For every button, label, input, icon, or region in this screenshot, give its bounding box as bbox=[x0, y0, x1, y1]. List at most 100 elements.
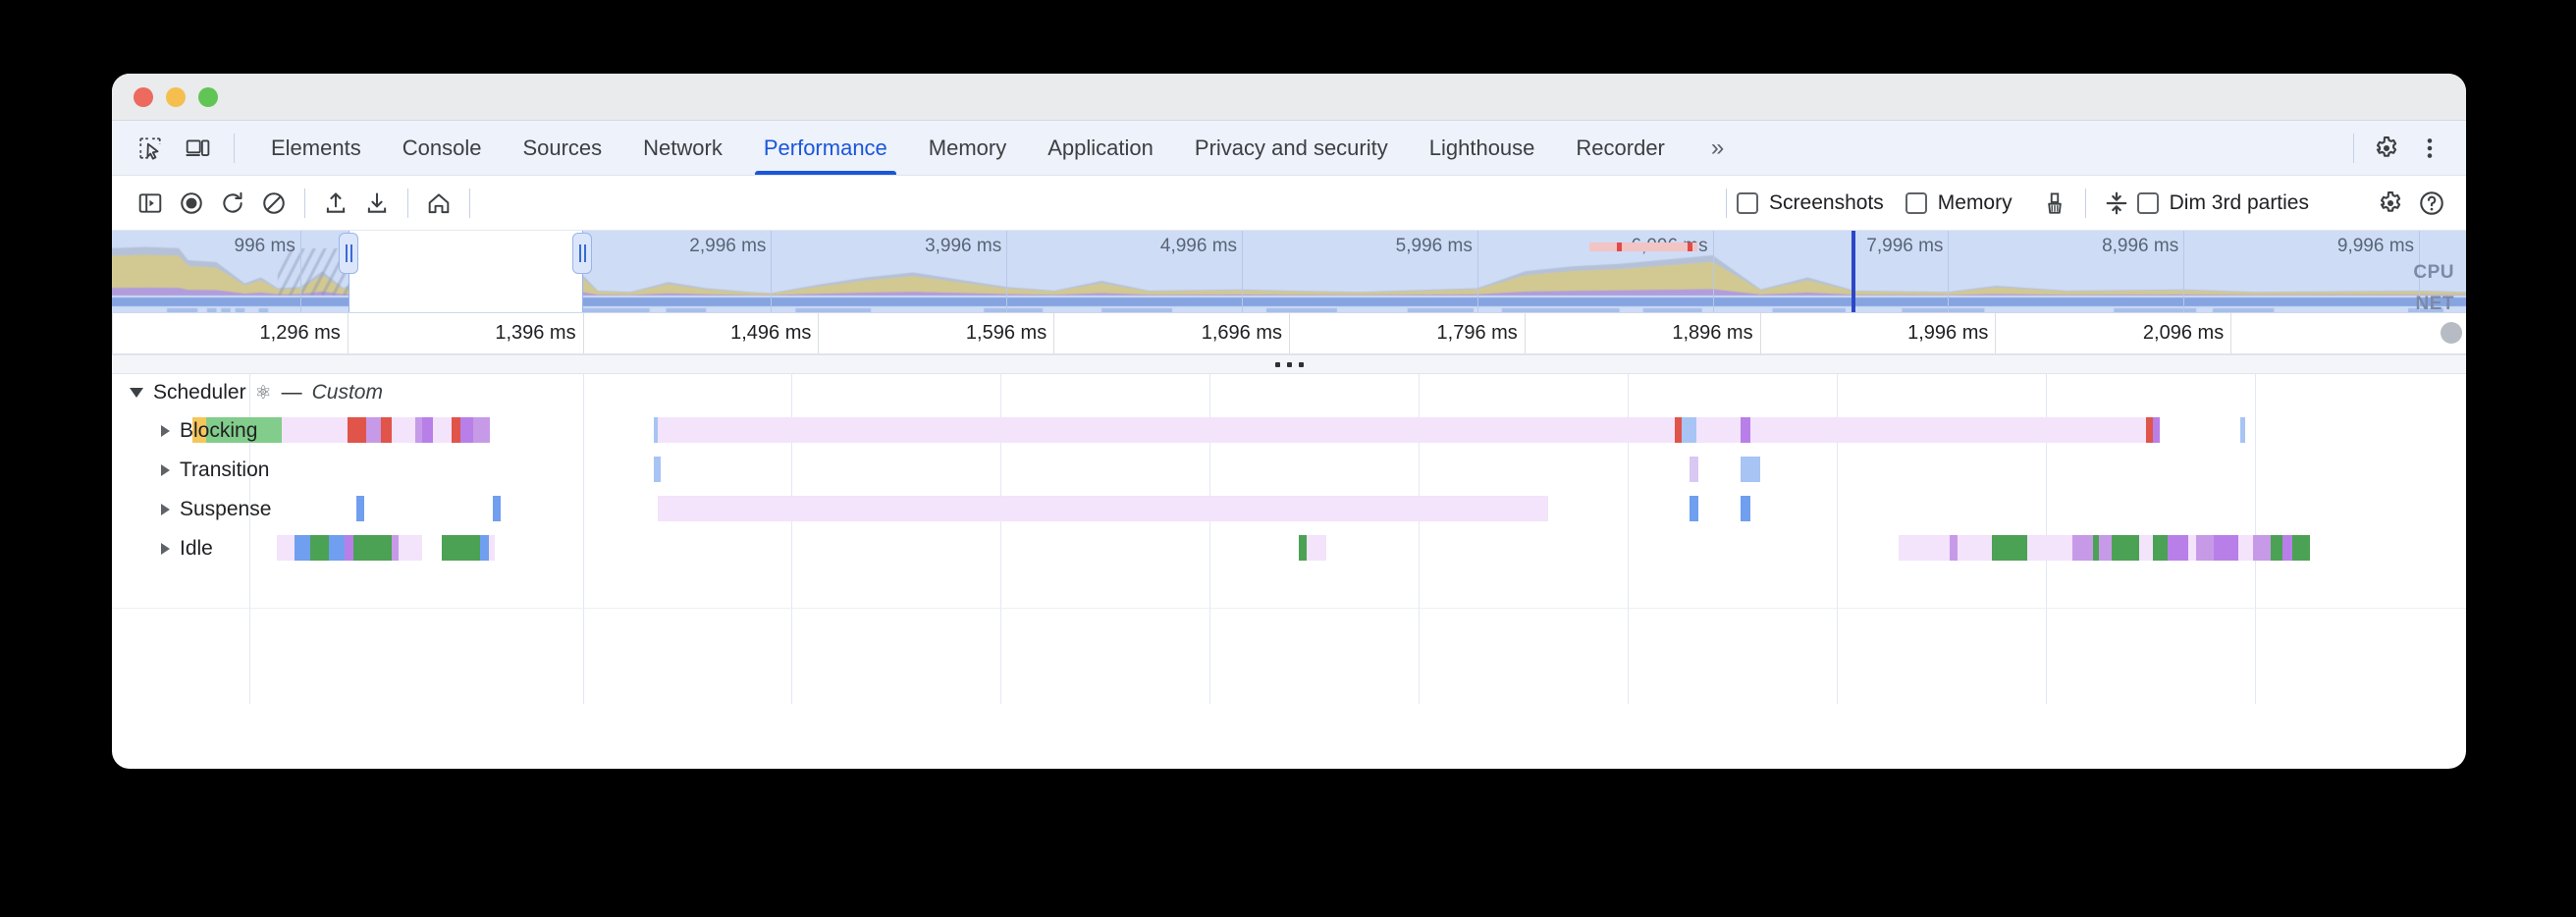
flame-event-bar[interactable] bbox=[310, 535, 330, 561]
track-label-transition[interactable]: Transition bbox=[161, 451, 269, 490]
kebab-menu-icon[interactable] bbox=[2409, 128, 2450, 169]
screenshots-checkbox[interactable]: Screenshots bbox=[1737, 191, 1884, 215]
flame-event-bar[interactable] bbox=[2167, 535, 2189, 561]
flame-event-bar[interactable] bbox=[281, 417, 350, 443]
window-close-button[interactable] bbox=[134, 86, 153, 107]
more-tabs-icon[interactable]: » bbox=[1686, 121, 1749, 175]
flame-event-bar[interactable] bbox=[433, 417, 452, 443]
tab-privacy-and-security[interactable]: Privacy and security bbox=[1174, 121, 1409, 175]
flame-event-bar[interactable] bbox=[2044, 535, 2056, 561]
flame-event-bar[interactable] bbox=[1689, 496, 1699, 521]
flame-event-bar[interactable] bbox=[1750, 417, 2146, 443]
tab-memory[interactable]: Memory bbox=[908, 121, 1027, 175]
flame-event-bar[interactable] bbox=[366, 417, 382, 443]
flame-event-bar[interactable] bbox=[658, 417, 1676, 443]
reload-and-record-icon[interactable] bbox=[212, 183, 253, 224]
flame-event-bar[interactable] bbox=[205, 417, 282, 443]
flame-event-bar[interactable] bbox=[1682, 417, 1696, 443]
flame-event-bar[interactable] bbox=[1741, 417, 1750, 443]
flame-event-bar[interactable] bbox=[2098, 535, 2113, 561]
flame-event-bar[interactable] bbox=[653, 417, 659, 443]
flame-event-bar[interactable] bbox=[2055, 535, 2073, 561]
flame-event-bar[interactable] bbox=[391, 417, 416, 443]
track-group-scheduler[interactable]: Scheduler ⚛ — Custom bbox=[112, 374, 2466, 411]
chevron-right-icon[interactable] bbox=[161, 543, 170, 555]
timeline-scroll-thumb[interactable] bbox=[2441, 322, 2462, 344]
tab-console[interactable]: Console bbox=[382, 121, 503, 175]
flame-event-bar[interactable] bbox=[479, 535, 489, 561]
chevron-right-icon[interactable] bbox=[161, 504, 170, 515]
flame-event-bar[interactable] bbox=[356, 496, 364, 521]
save-profile-icon[interactable] bbox=[356, 183, 398, 224]
flame-event-bar[interactable] bbox=[398, 535, 423, 561]
flame-event-bar[interactable] bbox=[422, 417, 434, 443]
flame-event-bar[interactable] bbox=[2121, 535, 2139, 561]
load-profile-icon[interactable] bbox=[315, 183, 356, 224]
window-minimize-button[interactable] bbox=[166, 86, 186, 107]
tab-sources[interactable]: Sources bbox=[502, 121, 622, 175]
perf-settings-gear-icon[interactable] bbox=[2370, 183, 2411, 224]
flame-event-bar[interactable] bbox=[1970, 535, 1992, 561]
timeline-ruler[interactable]: 1,196 ms1,296 ms1,396 ms1,496 ms1,596 ms… bbox=[112, 313, 2466, 354]
flame-event-bar[interactable] bbox=[658, 496, 1548, 521]
flame-event-bar[interactable] bbox=[2195, 535, 2214, 561]
flame-event-bar[interactable] bbox=[2018, 535, 2028, 561]
flame-event-bar[interactable] bbox=[347, 417, 367, 443]
flame-event-bar[interactable] bbox=[1949, 535, 1958, 561]
flame-event-bar[interactable] bbox=[2027, 535, 2045, 561]
track-label-idle[interactable]: Idle bbox=[161, 529, 213, 568]
flame-event-bar[interactable] bbox=[191, 417, 206, 443]
flame-event-bar[interactable] bbox=[1944, 535, 1950, 561]
flame-event-bar[interactable] bbox=[2281, 535, 2292, 561]
flame-event-bar[interactable] bbox=[1741, 496, 1750, 521]
device-toolbar-icon[interactable] bbox=[177, 128, 218, 169]
flame-event-bar[interactable] bbox=[1741, 457, 1760, 482]
flame-event-bar[interactable] bbox=[294, 535, 311, 561]
flame-event-bar[interactable] bbox=[2153, 535, 2168, 561]
clear-icon[interactable] bbox=[253, 183, 295, 224]
flame-event-bar[interactable] bbox=[461, 535, 480, 561]
flame-event-bar[interactable] bbox=[488, 535, 496, 561]
flame-event-bar[interactable] bbox=[473, 417, 491, 443]
sidebar-toggle-icon[interactable] bbox=[130, 183, 171, 224]
home-icon[interactable] bbox=[418, 183, 459, 224]
overview-selection-right-handle[interactable] bbox=[572, 233, 592, 274]
flame-event-bar[interactable] bbox=[379, 535, 393, 561]
timestamp-marker[interactable] bbox=[1852, 231, 1855, 312]
flame-event-bar[interactable] bbox=[2153, 417, 2161, 443]
tab-elements[interactable]: Elements bbox=[250, 121, 382, 175]
flame-event-bar[interactable] bbox=[2213, 535, 2238, 561]
flame-event-bar[interactable] bbox=[344, 535, 353, 561]
chevron-right-icon[interactable] bbox=[161, 425, 170, 437]
record-icon[interactable] bbox=[171, 183, 212, 224]
flame-event-bar[interactable] bbox=[276, 535, 295, 561]
timeline-overview[interactable]: 996 ms1,996 ms2,996 ms3,996 ms4,996 ms5,… bbox=[112, 231, 2466, 313]
flame-event-bar[interactable] bbox=[352, 535, 380, 561]
flame-chart-tracks[interactable]: Scheduler ⚛ — Custom Blocking Transition bbox=[112, 374, 2466, 704]
flame-event-bar[interactable] bbox=[2112, 535, 2122, 561]
track-label-suspense[interactable]: Suspense bbox=[161, 490, 271, 529]
flame-event-bar[interactable] bbox=[1689, 457, 1699, 482]
flame-event-bar[interactable] bbox=[1957, 535, 1971, 561]
flame-event-bar[interactable] bbox=[2188, 535, 2196, 561]
memory-checkbox[interactable]: Memory bbox=[1905, 191, 2012, 215]
flame-event-bar[interactable] bbox=[493, 496, 501, 521]
track-label-blocking[interactable]: Blocking bbox=[161, 411, 257, 451]
inspect-element-icon[interactable] bbox=[130, 128, 171, 169]
flame-event-bar[interactable] bbox=[1306, 535, 1326, 561]
flame-event-bar[interactable] bbox=[441, 535, 462, 561]
flame-event-bar[interactable] bbox=[1675, 417, 1683, 443]
flame-event-bar[interactable] bbox=[381, 417, 392, 443]
tab-application[interactable]: Application bbox=[1027, 121, 1174, 175]
flame-event-bar[interactable] bbox=[1695, 417, 1742, 443]
flame-event-bar[interactable] bbox=[392, 535, 399, 561]
tab-recorder[interactable]: Recorder bbox=[1555, 121, 1685, 175]
flame-event-bar[interactable] bbox=[2239, 417, 2245, 443]
flame-event-bar[interactable] bbox=[1899, 535, 1922, 561]
tab-lighthouse[interactable]: Lighthouse bbox=[1409, 121, 1556, 175]
overview-selection-left-handle[interactable] bbox=[339, 233, 358, 274]
gear-icon[interactable] bbox=[2366, 128, 2407, 169]
chevron-down-icon[interactable] bbox=[130, 388, 143, 398]
flame-event-bar[interactable] bbox=[451, 417, 460, 443]
flame-event-bar[interactable] bbox=[2252, 535, 2272, 561]
